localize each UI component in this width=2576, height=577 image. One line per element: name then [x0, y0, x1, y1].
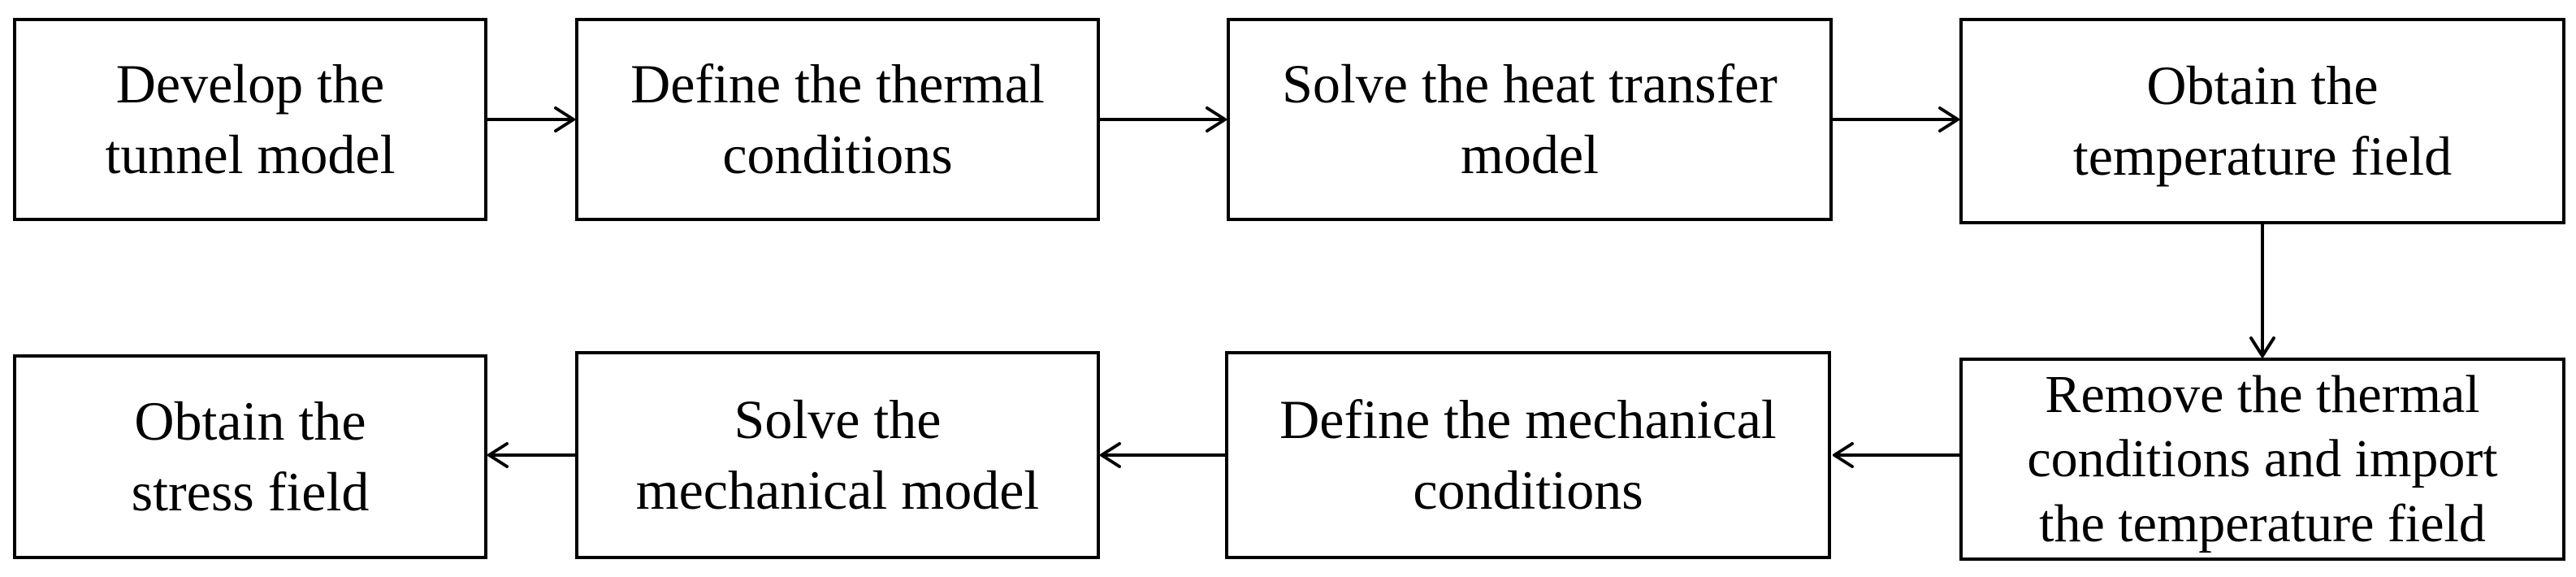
step-line: Define the mechanical [1279, 388, 1777, 450]
step-line: stress field [131, 461, 370, 523]
arrow-right-icon [486, 106, 575, 132]
step-line: Obtain the [134, 389, 366, 452]
step-line: mechanical model [635, 459, 1040, 521]
step-line: Obtain the [2146, 54, 2379, 116]
step-line: Solve the heat transfer [1282, 52, 1777, 115]
arrow-left-icon [487, 442, 577, 468]
step-line: Define the thermal [630, 52, 1045, 115]
arrow-right-icon [1831, 106, 1959, 132]
step-line: Develop the [115, 52, 385, 115]
step-line: Remove the thermal [2045, 365, 2480, 425]
arrow-left-icon [1833, 442, 1961, 468]
step-remove-thermal-conditions: Remove the thermal conditions and import… [1959, 358, 2565, 561]
arrow-down-icon [2249, 223, 2275, 358]
step-line: the temperature field [2039, 493, 2486, 553]
step-develop-tunnel-model: Develop the tunnel model [13, 18, 487, 221]
step-obtain-temperature-field: Obtain the temperature field [1959, 18, 2565, 224]
step-define-mechanical-conditions: Define the mechanical conditions [1225, 351, 1831, 559]
step-obtain-stress-field: Obtain the stress field [13, 354, 487, 559]
step-line: conditions and import [2027, 429, 2498, 489]
step-line: model [1461, 124, 1599, 185]
step-solve-mechanical-model: Solve the mechanical model [575, 351, 1100, 559]
step-solve-heat-transfer-model: Solve the heat transfer model [1227, 18, 1833, 221]
step-line: conditions [722, 124, 953, 185]
step-line: conditions [1413, 459, 1643, 521]
step-line: tunnel model [105, 124, 396, 185]
step-line: temperature field [2072, 125, 2453, 187]
arrow-right-icon [1098, 106, 1227, 132]
arrow-left-icon [1100, 442, 1227, 468]
step-line: Solve the [734, 388, 942, 450]
